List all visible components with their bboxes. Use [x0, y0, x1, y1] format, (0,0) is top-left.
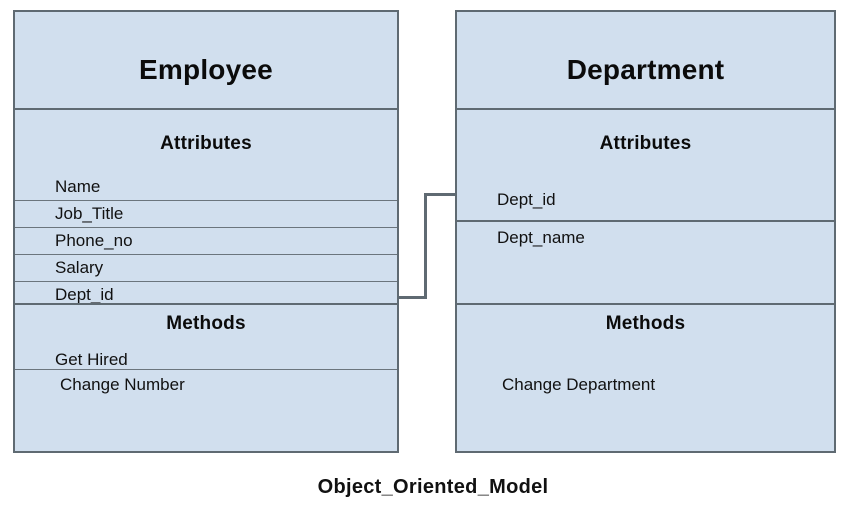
attribute-row: Dept_id: [497, 190, 556, 209]
attribute-row: Dept_id: [55, 285, 114, 304]
connector-segment-spine: [424, 193, 427, 299]
divider-department-attributes-methods: [457, 303, 834, 305]
class-box-department[interactable]: Department Attributes Dept_id Dept_name …: [455, 10, 836, 453]
divider-department-name-attributes: [457, 108, 834, 110]
divider-employee-attributes-methods: [15, 303, 397, 305]
divider-attribute: [15, 281, 397, 282]
method-row: Change Department: [502, 375, 656, 394]
connector-segment-top: [424, 193, 457, 196]
method-row: Get Hired: [55, 350, 128, 369]
section-heading-department-attributes: Attributes: [599, 133, 692, 154]
section-heading-employee-methods: Methods: [166, 313, 246, 334]
divider-attribute: [15, 254, 397, 255]
divider-method: [15, 369, 397, 370]
method-row: Change Number: [60, 375, 185, 394]
class-name-department: Department: [566, 54, 725, 85]
connector-segment-bottom: [397, 296, 427, 299]
diagram-caption: Object_Oriented_Model: [317, 476, 549, 498]
attribute-row: Name: [55, 177, 101, 196]
attribute-row: Job_Title: [55, 204, 124, 223]
attribute-row: Dept_name: [497, 228, 585, 247]
class-name-employee: Employee: [139, 54, 273, 85]
attribute-row: Salary: [55, 258, 104, 277]
divider-attribute: [457, 220, 834, 222]
section-heading-employee-attributes: Attributes: [160, 133, 252, 154]
divider-employee-name-attributes: [15, 108, 397, 110]
attribute-row: Phone_no: [55, 231, 133, 250]
divider-attribute: [15, 227, 397, 228]
divider-attribute: [15, 200, 397, 201]
class-box-employee[interactable]: Employee Attributes Name Job_Title Phone…: [13, 10, 399, 453]
section-heading-department-methods: Methods: [605, 313, 686, 334]
